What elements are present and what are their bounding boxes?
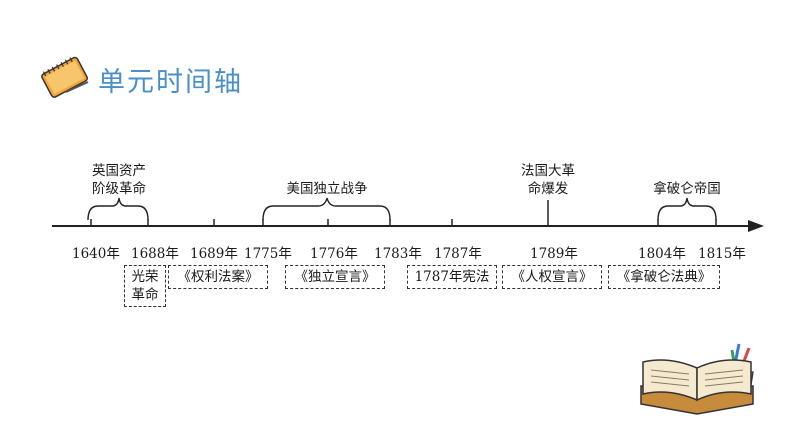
doc-bill-of-rights: 《权利法案》 bbox=[168, 265, 268, 289]
open-book-pencils-icon bbox=[640, 343, 754, 415]
year-1689: 1689年 bbox=[190, 246, 238, 262]
year-1688: 1688年 bbox=[131, 246, 179, 262]
year-1783: 1783年 bbox=[374, 246, 422, 262]
year-1776: 1776年 bbox=[310, 246, 358, 262]
event-french-revolution: 法国大革 命爆发 bbox=[521, 163, 575, 197]
doc-declaration-of-independence: 《独立宣言》 bbox=[285, 265, 385, 289]
section-header: 单元时间轴 bbox=[36, 52, 276, 100]
year-1815: 1815年 bbox=[698, 246, 746, 262]
year-1640: 1640年 bbox=[72, 246, 120, 262]
year-1787: 1787年 bbox=[434, 246, 482, 262]
year-1789: 1789年 bbox=[530, 246, 578, 262]
notebook-pencil-icon bbox=[41, 56, 89, 98]
page-title: 单元时间轴 bbox=[98, 67, 243, 98]
doc-napoleonic-code: 《拿破仑法典》 bbox=[608, 265, 720, 289]
doc-declaration-of-rights: 《人权宣言》 bbox=[502, 265, 602, 289]
doc-glorious-revolution: 光荣 革命 bbox=[124, 265, 166, 307]
year-1804: 1804年 bbox=[638, 246, 686, 262]
doc-1787-constitution: 1787年宪法 bbox=[407, 265, 497, 289]
event-american-war: 美国独立战争 bbox=[286, 181, 368, 197]
event-english-revolution: 英国资产 阶级革命 bbox=[92, 163, 146, 197]
year-1775: 1775年 bbox=[244, 246, 292, 262]
event-napoleonic-empire: 拿破仑帝国 bbox=[653, 181, 721, 197]
